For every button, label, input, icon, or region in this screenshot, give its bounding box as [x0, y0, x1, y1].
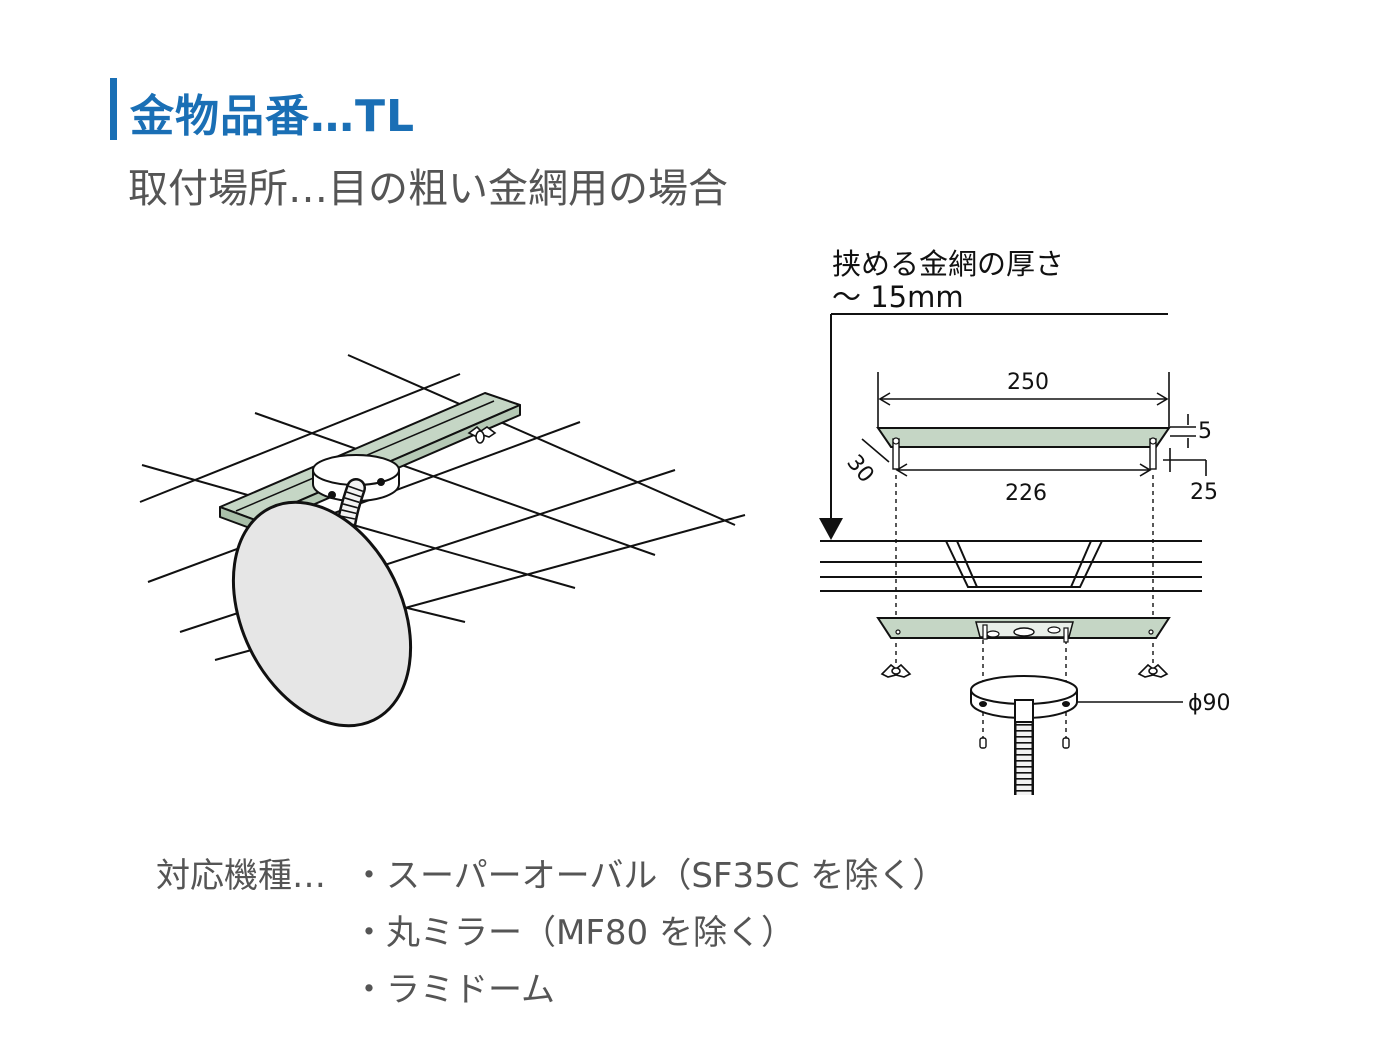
title-accent-bar	[110, 78, 117, 140]
dim-30-label: 30	[841, 450, 878, 488]
thickness-callout: 挟める金網の厚さ ～ 15mm	[819, 247, 1168, 540]
top-mounting-bar	[876, 427, 1171, 470]
dim-5-label: 5	[1198, 419, 1212, 444]
dimension-lines	[861, 372, 1207, 477]
list-item: ・丸ミラー（MF80 を除く）	[352, 913, 795, 953]
ceiling-plate-side	[970, 675, 1183, 719]
wire-mesh-section	[820, 540, 1202, 592]
guide-lines	[895, 475, 1154, 740]
dim-250-label: 250	[1007, 370, 1049, 395]
dim-25-label: 25	[1190, 480, 1218, 505]
compatibility-list: ・スーパーオーバル（SF35C を除く） ・丸ミラー（MF80 を除く） ・ラミ…	[352, 848, 946, 1019]
page-title: 金物品番…TL	[130, 91, 416, 142]
compatibility-label: 対応機種…	[156, 856, 326, 896]
bottom-mounting-bar	[876, 617, 1171, 643]
dim-phi90-label: ϕ90	[1188, 691, 1231, 716]
list-item: ・ラミドーム	[352, 970, 555, 1010]
flexible-arm-side	[1014, 699, 1034, 795]
dim-226-label: 226	[1005, 481, 1047, 506]
thickness-label-line1: 挟める金網の厚さ	[832, 247, 1064, 281]
arrow-down-icon	[819, 518, 843, 540]
thickness-label-line2: ～ 15mm	[832, 280, 964, 314]
convex-mirror	[231, 500, 413, 728]
wing-nut-icon	[880, 663, 1169, 678]
screw-icon	[979, 737, 1070, 749]
list-item: ・スーパーオーバル（SF35C を除く）	[352, 856, 947, 896]
page-subtitle: 取付場所…目の粗い金網用の場合	[128, 166, 728, 212]
